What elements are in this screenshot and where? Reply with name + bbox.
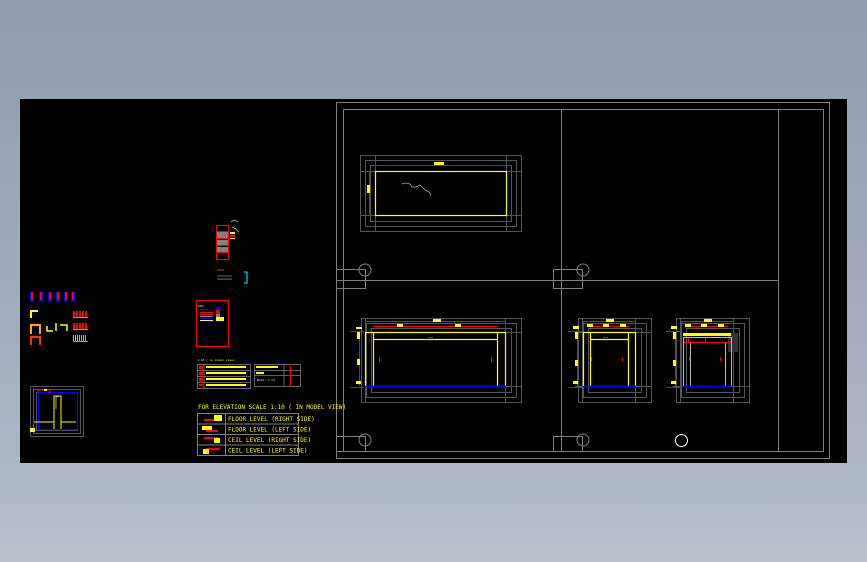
plan-view-drawing[interactable] (360, 155, 522, 232)
legend-row-label: CEIL LEVEL (LEFT SIDE) (228, 448, 307, 455)
legend-row-label: CEIL LEVEL (RIGHT SIDE) (228, 437, 311, 444)
legend-row-label: FLOOR LEVEL (RIGHT SIDE) (228, 416, 315, 423)
small-legend-title: 1:10 ( in model view) (197, 358, 235, 362)
elevation-wide-drawing[interactable] (350, 318, 522, 403)
legend-row-label: FLOOR LEVEL (LEFT SIDE) (228, 427, 311, 434)
small-legend-table[interactable]: 1:10 ( in model view) Note: 1 of (197, 358, 301, 389)
profile-symbols-row[interactable] (30, 292, 75, 302)
dim-block-tag: DIM (198, 304, 204, 308)
floor-level-left-icon (202, 426, 218, 432)
elevation-section-drawing[interactable] (666, 318, 750, 403)
elevation-legend[interactable]: FOR ELEVATION SCALE 1:10 ( IN MODEL VIEW… (197, 404, 347, 456)
hatch-symbols[interactable] (73, 311, 88, 342)
grid-bubbles (358, 263, 590, 447)
ceil-level-left-icon (203, 448, 220, 454)
cad-model-viewport[interactable]: DIM 1:10 ( in model view) (20, 99, 847, 463)
door-thumbnail-drawing[interactable] (30, 386, 84, 437)
floor-level-right-icon (204, 415, 222, 421)
legend-title: FOR ELEVATION SCALE 1:10 ( IN MODEL VIEW… (198, 404, 346, 411)
section-detail-drawing[interactable] (216, 219, 248, 284)
corner-profile-symbols[interactable] (30, 310, 68, 345)
elevation-narrow-drawing[interactable] (568, 318, 652, 403)
small-legend-note: Note: 1 of (257, 378, 275, 382)
origin-marker-icon[interactable] (675, 434, 688, 447)
dim-block[interactable]: DIM (196, 300, 229, 347)
ceil-level-right-icon (204, 437, 220, 443)
sheet-frame (336, 102, 830, 459)
